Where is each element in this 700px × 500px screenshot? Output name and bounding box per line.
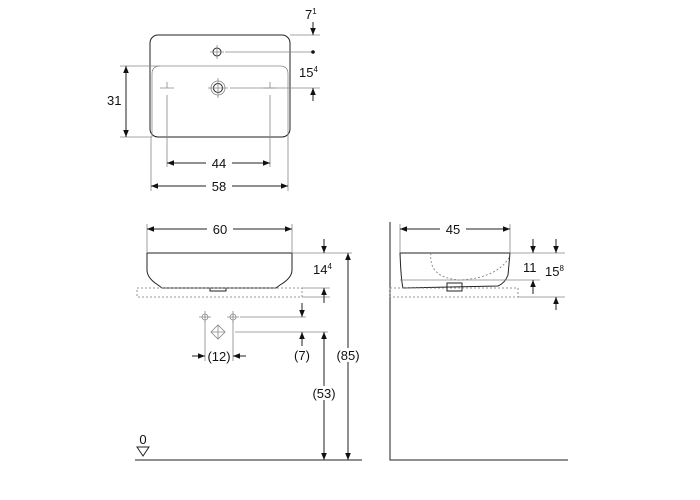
basin-inner [151,65,289,137]
dim-drain-height: (53) [312,386,335,401]
dim-drain-spacing: (12) [207,349,230,364]
dim-overflow-spacing: 44 [212,156,226,171]
dim-tap-to-drain: 154 [299,65,318,80]
countertop-side [389,287,519,298]
dim-bowl-height: 11 [523,260,537,275]
drain-icon [208,78,228,98]
dim-total-height: 158 [545,264,564,279]
floor-level-label: 0 [139,432,146,447]
overflow-mark-left [160,82,174,89]
basin-side [399,252,511,289]
dim-drain-offset: (7) [294,348,310,363]
dim-width-front: 60 [213,222,227,237]
dim-depth-side: 45 [446,222,460,237]
basin-front [146,252,293,289]
dim-basin-depth: 31 [107,93,121,108]
front-view: 60 144 (7) (12) (53) (85) 0 [135,221,366,461]
countertop [136,287,303,298]
wall-and-floor [389,222,568,461]
basin-outline [149,34,291,138]
drain-position-marks [199,311,239,340]
tap-hole-icon [210,45,224,59]
dim-width-top: 58 [212,179,226,194]
side-view: 45 11 158 [389,221,568,461]
dim-top-height: (85) [336,348,359,363]
dim-height-front: 144 [313,262,332,277]
level-triangle-icon [136,446,150,457]
dim-depth-top: 71 [305,7,317,22]
overflow-mark-right [263,82,277,89]
top-view: 71 154 31 44 58 [107,7,320,194]
